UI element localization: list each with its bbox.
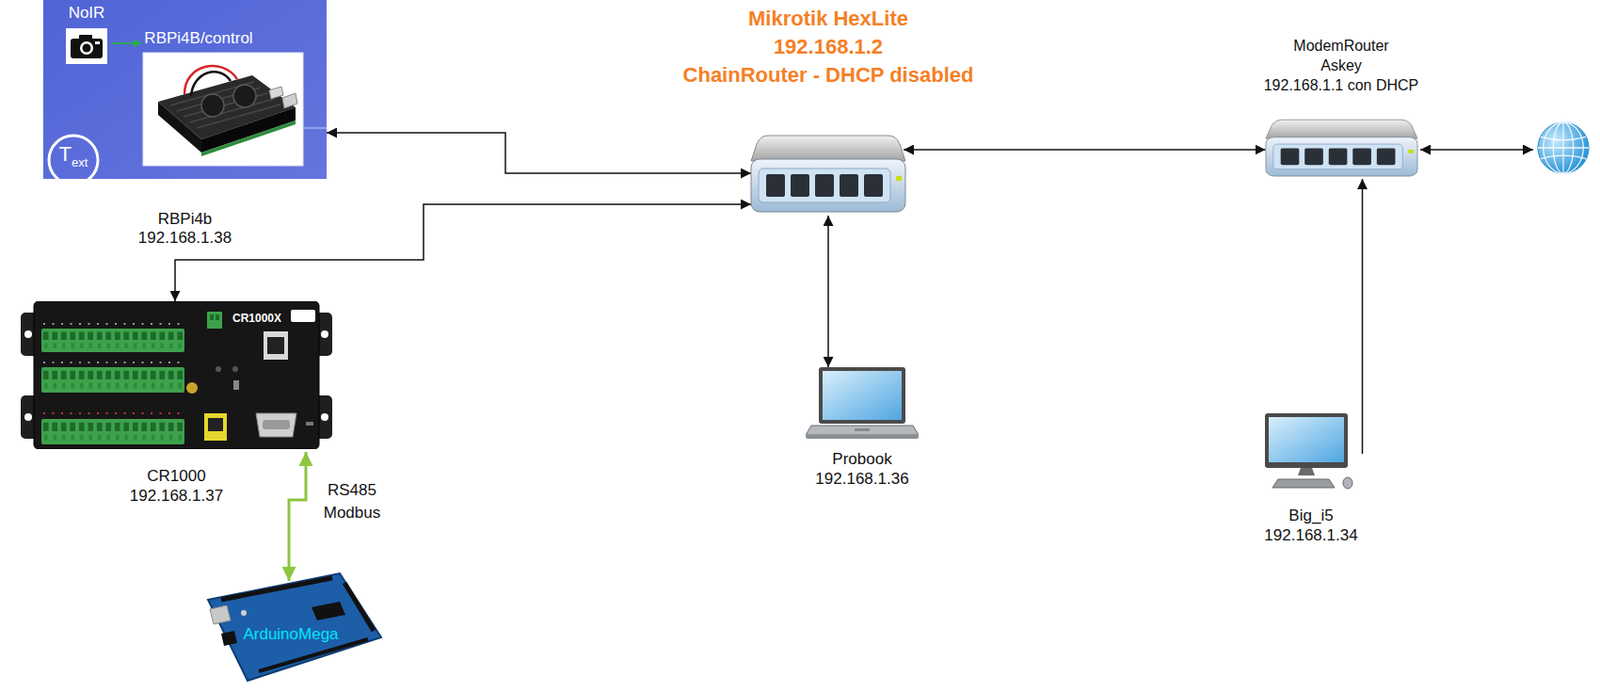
text-slot: ModemRouterAskey192.168.1.1 con DHCP bbox=[1264, 35, 1420, 96]
arduino-node: ArduinoMega bbox=[198, 571, 384, 683]
datalogger-node-picture bbox=[20, 301, 333, 449]
datalogger-node: CR1000192.168.1.37 bbox=[20, 301, 333, 506]
network-link bbox=[175, 204, 752, 302]
laptop-node-shape bbox=[805, 367, 919, 439]
desktop-node-art bbox=[1264, 413, 1358, 490]
datalogger-node-art bbox=[20, 301, 333, 449]
node-label: NoIR bbox=[68, 3, 106, 23]
edge-label-box: RS485 Modbus bbox=[320, 479, 384, 525]
router-node-art bbox=[1264, 117, 1420, 179]
node-label: ModemRouter bbox=[1293, 35, 1389, 56]
text-slot: Big_i5192.168.1.34 bbox=[1264, 489, 1358, 545]
arduino-node-shape: ArduinoMega bbox=[198, 571, 384, 683]
inner-label: RBPi4B/control bbox=[144, 29, 253, 48]
node-label: 192.168.1.2 bbox=[773, 32, 883, 62]
router-node-picture bbox=[1264, 119, 1417, 176]
network-link bbox=[288, 451, 306, 581]
network-link bbox=[827, 215, 830, 368]
node-label: Probook bbox=[832, 448, 892, 469]
device-panel-picture bbox=[43, 0, 327, 179]
desktop-node-shape bbox=[1264, 413, 1358, 490]
internet-globe bbox=[1537, 122, 1589, 174]
sensor-circle: Text bbox=[45, 131, 102, 179]
arduino-node-picture bbox=[208, 573, 382, 681]
text-slot: Mikrotik HexLite192.168.1.2ChainRouter -… bbox=[683, 4, 975, 90]
device-panel-art bbox=[43, 0, 327, 179]
sensor-circle-shape: Text bbox=[45, 131, 102, 179]
inner-text: Text bbox=[45, 131, 102, 169]
text-slot: CR1000192.168.1.37 bbox=[129, 448, 224, 506]
inner-label: ext bbox=[71, 151, 88, 175]
node-label: 192.168.1.34 bbox=[1264, 525, 1358, 545]
text-slot: RBPi4b192.168.1.38 bbox=[138, 178, 232, 248]
inner-text: ArduinoMega bbox=[198, 571, 384, 644]
node-label: Big_i5 bbox=[1288, 505, 1333, 526]
network-link bbox=[903, 148, 1266, 151]
router-node: Mikrotik HexLite192.168.1.2ChainRouter -… bbox=[640, 4, 1017, 216]
node-label: CR1000 bbox=[146, 465, 206, 486]
device-panel-shape: RBPi4B/control bbox=[43, 0, 327, 179]
node-label: Askey bbox=[1320, 55, 1362, 76]
node-label: 192.168.1.36 bbox=[815, 468, 909, 489]
router-node-art bbox=[749, 132, 908, 216]
camera-box-art bbox=[65, 28, 108, 64]
camera-box-shape bbox=[65, 28, 108, 64]
laptop-node-picture bbox=[805, 367, 919, 439]
edge-label: RS485 Modbus bbox=[320, 479, 384, 525]
node-label: ChainRouter - DHCP disabled bbox=[683, 61, 975, 90]
laptop-node: Probook192.168.1.36 bbox=[786, 367, 938, 489]
internet-link bbox=[1420, 148, 1534, 151]
connectors bbox=[175, 132, 1363, 581]
model-label: CR1000X bbox=[232, 311, 282, 325]
laptop-node-art bbox=[805, 367, 919, 439]
sensor-circle-picture bbox=[48, 135, 98, 179]
node-label: 192.168.1.37 bbox=[129, 485, 224, 506]
desktop-node: Big_i5192.168.1.34 bbox=[1235, 413, 1387, 545]
network-link bbox=[1361, 178, 1364, 454]
datalogger-node-shape bbox=[20, 301, 333, 449]
node-label: RBPi4b bbox=[158, 209, 213, 229]
device-panel: RBPi4B/controlRBPi4b192.168.1.38 NoIR Text bbox=[43, 0, 327, 248]
router-node-shape bbox=[749, 132, 908, 216]
router-node-picture bbox=[751, 135, 906, 212]
node-label: 192.168.1.38 bbox=[138, 228, 232, 248]
camera-box: NoIR bbox=[60, 3, 113, 64]
label-box: CR1000X bbox=[232, 311, 282, 325]
text-slot: Probook192.168.1.36 bbox=[815, 438, 909, 489]
desktop-node-picture bbox=[1264, 413, 1353, 489]
inner-label: ArduinoMega bbox=[242, 624, 338, 644]
inner-label: T bbox=[59, 143, 72, 166]
router-node-shape bbox=[1264, 117, 1420, 179]
node-label: Mikrotik HexLite bbox=[748, 4, 909, 33]
camera-box-picture bbox=[65, 28, 108, 64]
router-node: ModemRouterAskey192.168.1.1 con DHCP bbox=[1247, 35, 1436, 179]
network-link bbox=[326, 132, 752, 174]
node-label: 192.168.1.1 con DHCP bbox=[1264, 75, 1420, 96]
text-slot: NoIR bbox=[68, 3, 106, 23]
